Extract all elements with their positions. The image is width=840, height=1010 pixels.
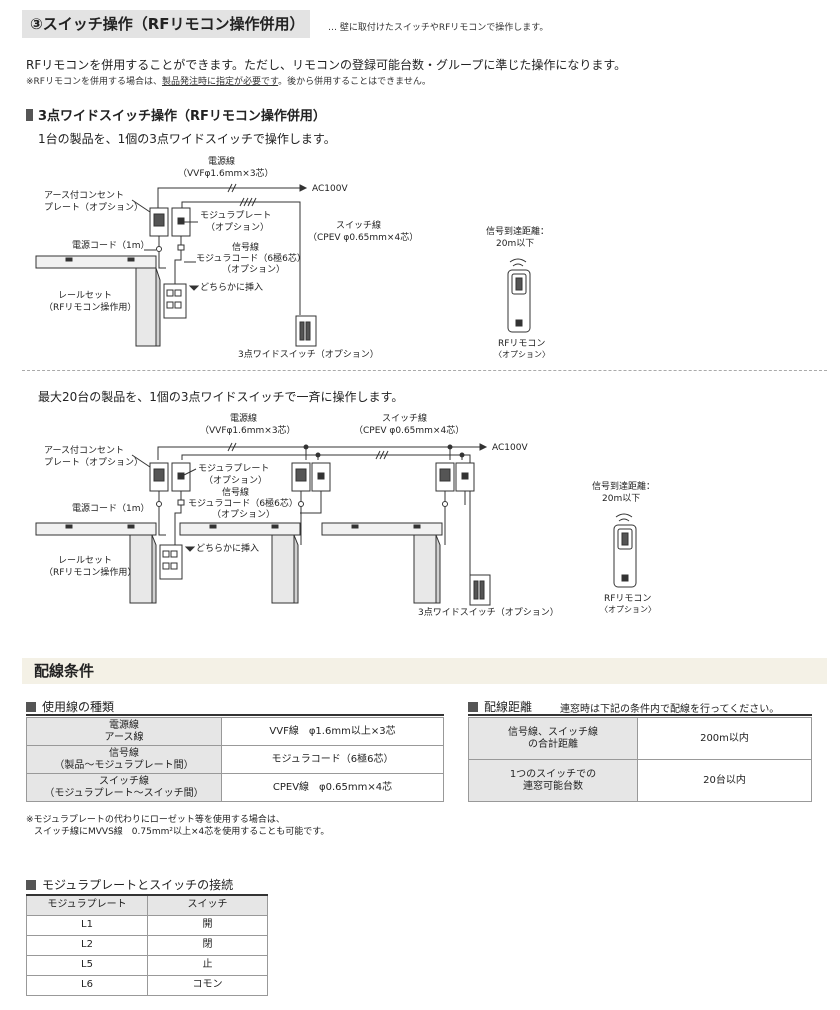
d1-power-cord: 電源コード（1m） — [72, 240, 150, 251]
d2-power-spec: （VVFφ1.6mm×3芯） — [200, 424, 296, 436]
section2-desc: 最大20台の製品を、1個の3点ワイドスイッチで一斉に操作します。 — [38, 390, 404, 404]
section1-desc: 1台の製品を、1個の3点ワイドスイッチで操作します。 — [38, 132, 336, 146]
d2-signal-opt: （オプション） — [212, 509, 275, 520]
square-bullet-icon — [26, 880, 36, 890]
d2-switch-name: 3点ワイドスイッチ（オプション） — [418, 607, 559, 618]
intro-line-2: ※RFリモコンを併用する場合は、製品発注時に指定が必要です。後から併用することは… — [26, 74, 431, 87]
d1-outlet-2: プレート（オプション） — [44, 202, 143, 213]
connection-cell: L5 — [26, 954, 148, 976]
d1-range-1: 信号到達距離： — [486, 225, 549, 237]
header-note: … 壁に取付けたスイッチやRFリモコンで操作します。 — [328, 23, 549, 33]
d2-power-line: 電源線 — [230, 412, 257, 424]
d1-outlet-1: アース付コンセント — [44, 190, 124, 201]
connection-cell: L6 — [26, 974, 148, 996]
d2-modular-opt: （オプション） — [204, 475, 267, 486]
connection-cell: 止 — [147, 954, 268, 976]
connection-cell: 閉 — [147, 934, 268, 956]
d1-remote: RFリモコン — [498, 339, 545, 349]
diagram-single: 電源線 （VVFφ1.6mm×3芯） AC100V アース付コンセント プレート… — [35, 155, 550, 360]
connection-title: モジュラプレートとスイッチの接続 — [26, 876, 233, 893]
lines-row-name: 信号線（製品～モジュラプレート間） — [26, 745, 222, 774]
intro-suffix: 。後から併用することはできません。 — [278, 77, 431, 87]
d2-range-2: 20m以下 — [602, 494, 640, 504]
d2-power-cord: 電源コード（1m） — [72, 503, 150, 514]
lines-title-text: 使用線の種類 — [42, 700, 115, 714]
d1-power-spec: （VVFφ1.6mm×3芯） — [178, 167, 274, 179]
lines-row-name: スイッチ線（モジュラプレート～スイッチ間） — [26, 773, 222, 802]
lines-title: 使用線の種類 — [26, 698, 114, 715]
d1-modular: モジュラプレート — [200, 210, 271, 221]
square-bullet-icon — [468, 702, 478, 712]
d1-modular-opt: （オプション） — [206, 222, 269, 233]
d2-signal-spec: モジュラコード（6極6芯） — [188, 497, 298, 509]
d1-power-line: 電源線 — [208, 155, 235, 167]
d2-rail-1: レールセット — [58, 555, 112, 566]
d2-modular: モジュラプレート — [198, 463, 269, 474]
d1-remote-opt: 〈オプション〉 — [494, 350, 550, 359]
section-marker-icon — [26, 109, 33, 121]
section1-title: 3点ワイドスイッチ操作（RFリモコン操作併用） — [26, 105, 326, 124]
lines-row-name: 電源線アース線 — [26, 717, 222, 746]
section1-title-text: 3点ワイドスイッチ操作（RFリモコン操作併用） — [38, 109, 326, 124]
distance-title-text: 配線距離 — [484, 700, 533, 714]
d1-switch-spec: （CPEV φ0.65mm×4芯） — [308, 231, 418, 243]
distance-row-value: 20台以内 — [637, 759, 812, 802]
wiring-band: 配線条件 — [22, 658, 827, 684]
lines-row-spec: VVF線 φ1.6mm以上×3芯 — [221, 717, 444, 746]
lines-row-spec: モジュラコード（6極6芯） — [221, 745, 444, 774]
d2-insert: どちらかに挿入 — [196, 542, 259, 554]
distance-row-value: 200m以内 — [637, 717, 812, 760]
distance-title: 配線距離 — [468, 698, 532, 715]
footnote-2: スイッチ線にMVVS線 0.75mm²以上×4芯を使用することも可能です。 — [34, 827, 330, 837]
intro-prefix: ※RFリモコンを併用する場合は、 — [26, 77, 162, 87]
section-header: ③スイッチ操作（RFリモコン操作併用） — [22, 10, 310, 38]
connection-cell: L1 — [26, 914, 148, 936]
d2-outlet-2: プレート（オプション） — [44, 457, 143, 468]
distance-row-name: 1つのスイッチでの連窓可能台数 — [468, 759, 638, 802]
d1-signal-spec: モジュラコード（6極6芯） — [196, 252, 306, 264]
d1-switch-name: 3点ワイドスイッチ（オプション） — [238, 349, 379, 360]
distance-row-name: 信号線、スイッチ線の合計距離 — [468, 717, 638, 760]
d2-remote-opt: 〈オプション〉 — [600, 605, 656, 614]
d1-rail-2: （RFリモコン操作用） — [44, 301, 136, 313]
d1-signal-line: 信号線 — [232, 241, 259, 253]
connection-header: モジュラプレート — [26, 894, 148, 916]
d2-outlet-1: アース付コンセント — [44, 445, 124, 456]
lines-rule — [26, 714, 444, 716]
distance-table: 信号線、スイッチ線の合計距離 200m以内 1つのスイッチでの連窓可能台数 20… — [468, 717, 812, 802]
d2-remote: RFリモコン — [604, 594, 651, 604]
d1-signal-opt: （オプション） — [222, 264, 285, 275]
d2-switch-line: スイッチ線 — [382, 412, 427, 424]
d2-switch-spec: （CPEV φ0.65mm×4芯） — [354, 424, 464, 436]
separator — [22, 370, 827, 371]
d1-insert: どちらかに挿入 — [200, 281, 263, 293]
lines-table: 電源線アース線 VVF線 φ1.6mm以上×3芯 信号線（製品～モジュラプレート… — [26, 717, 444, 802]
d2-signal-line: 信号線 — [222, 486, 249, 498]
diagram-multi: 電源線 （VVFφ1.6mm×3芯） スイッチ線 （CPEV φ0.65mm×4… — [35, 412, 656, 618]
connection-cell: 開 — [147, 914, 268, 936]
intro-line-1: RFリモコンを併用することができます。ただし、リモコンの登録可能台数・グループに… — [26, 58, 627, 72]
connection-title-text: モジュラプレートとスイッチの接続 — [42, 878, 234, 892]
connection-cell: L2 — [26, 934, 148, 956]
lines-row-spec: CPEV線 φ0.65mm×4芯 — [221, 773, 444, 802]
d2-range-1: 信号到達距離： — [592, 480, 655, 492]
distance-rule — [468, 714, 812, 716]
d1-rail-1: レールセット — [58, 290, 112, 301]
d2-ac: AC100V — [492, 443, 528, 453]
distance-note: 連窓時は下記の条件内で配線を行ってください。 — [560, 704, 780, 715]
d2-rail-2: （RFリモコン操作用） — [44, 566, 136, 578]
footnote-1: ※モジュラプレートの代わりにローゼット等を使用する場合は、 — [26, 815, 285, 825]
d1-ac: AC100V — [312, 184, 348, 194]
square-bullet-icon — [26, 702, 36, 712]
intro-underline: 製品発注時に指定が必要です — [161, 77, 279, 87]
connection-header: スイッチ — [147, 894, 268, 916]
connection-cell: コモン — [147, 974, 268, 996]
d1-range-2: 20m以下 — [496, 239, 534, 249]
d1-switch-line: スイッチ線 — [336, 219, 381, 231]
